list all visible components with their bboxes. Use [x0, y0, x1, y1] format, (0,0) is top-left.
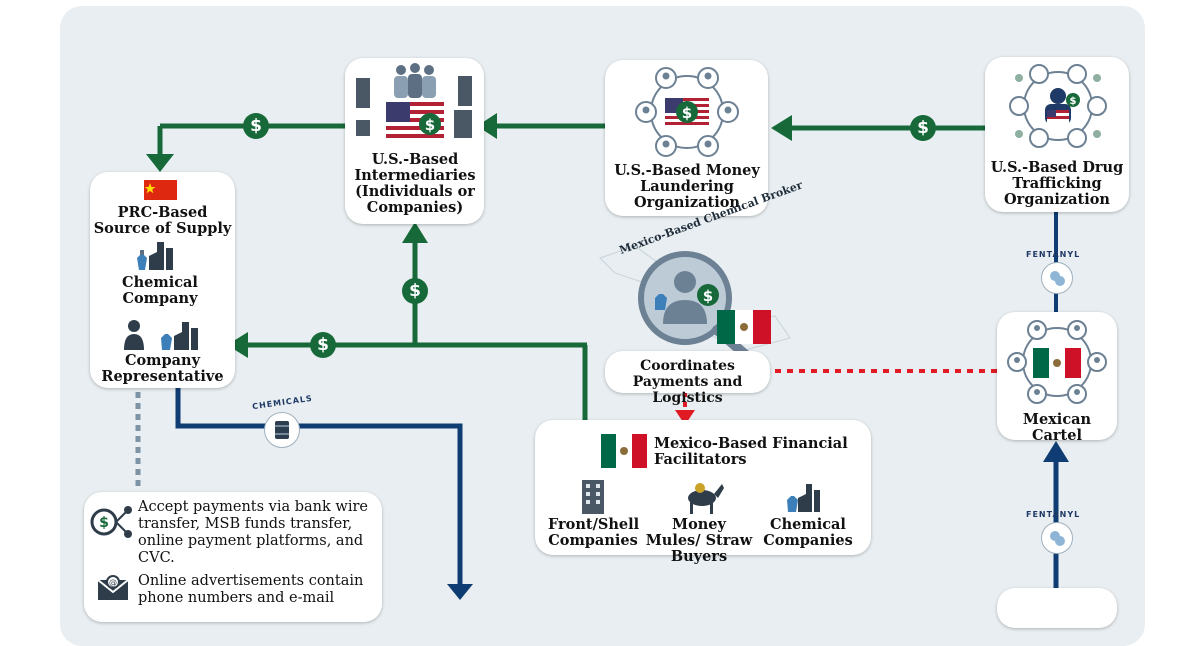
pill-icon: [1050, 271, 1065, 286]
mexico-broker-icon: $: [599, 245, 791, 358]
dollar-icon: $: [310, 332, 336, 358]
mexico-flag-icon: [717, 310, 771, 344]
us-dto-label: U.S.-Based Drug Trafficking Organization: [990, 159, 1124, 208]
email-icon: @: [97, 575, 129, 600]
chemical-company-label: Chemical Company: [122, 274, 198, 307]
drug-network-icon: $: [1009, 64, 1107, 148]
us-dto-card: [985, 57, 1129, 212]
building-icon: [582, 480, 604, 514]
svg-text:@: @: [109, 578, 117, 587]
prc-source-title: PRC-Based Source of Supply: [93, 204, 232, 237]
fentanyl-badge: [1041, 522, 1073, 554]
china-flag-icon: [144, 180, 177, 200]
mx-facilitators-title: Mexico-Based Financial Facilitators: [654, 435, 848, 468]
payments-item: Online advertisements contain phone numb…: [138, 573, 364, 606]
mx-broker-caption: Coordinates Payments and Logistics: [632, 358, 743, 406]
us-mlo-label: U.S.-Based Money Laundering Organization: [614, 162, 760, 211]
fentanyl-badge: [1041, 262, 1073, 294]
us-intermediaries-label: U.S.-Based Intermediaries (Individuals o…: [354, 151, 476, 216]
mx-broker-caption-card: [605, 351, 770, 393]
pill-icon: [1050, 531, 1065, 546]
person-factory-icon: [124, 320, 198, 350]
donkey-icon: [688, 483, 724, 514]
svg-text:$: $: [99, 515, 109, 531]
wire-transfer-icon: $: [90, 506, 132, 538]
svg-text:$: $: [682, 104, 692, 122]
flow-connectors: [135, 113, 1069, 600]
factory-icon: [787, 484, 820, 512]
mexico-flag-icon: [1033, 348, 1081, 378]
company-rep-label: Company Representative: [101, 352, 224, 385]
cartel-network-icon: [1007, 320, 1107, 404]
prc-source-card: [90, 172, 235, 388]
svg-text:$: $: [425, 116, 435, 134]
fentanyl-label: FENTANYL: [1026, 510, 1081, 519]
fentanyl-label: FENTANYL: [1026, 250, 1081, 259]
dollar-icon: $: [243, 113, 269, 139]
people-network-icon: $: [635, 67, 739, 157]
facilitator-item: Chemical Companies: [763, 516, 853, 549]
building-people-icon: $: [356, 63, 472, 140]
payments-item: Accept payments via bank wire transfer, …: [138, 499, 368, 566]
mexico-flag-icon: [601, 434, 647, 468]
svg-text:$: $: [703, 287, 713, 305]
dollar-icon: $: [910, 115, 936, 141]
partial-card: [997, 588, 1117, 628]
chemicals-badge: [264, 412, 300, 448]
svg-text:$: $: [1070, 96, 1077, 107]
us-mlo-card: [605, 60, 768, 216]
facilitator-item: Front/Shell Companies: [548, 516, 640, 549]
barrel-icon: [275, 421, 289, 439]
dollar-icon: $: [402, 278, 428, 304]
facilitator-item: Money Mules/ Straw Buyers: [645, 516, 753, 565]
factory-icon: [137, 242, 173, 270]
mexican-cartel-label: Mexican Cartel: [1022, 411, 1092, 444]
